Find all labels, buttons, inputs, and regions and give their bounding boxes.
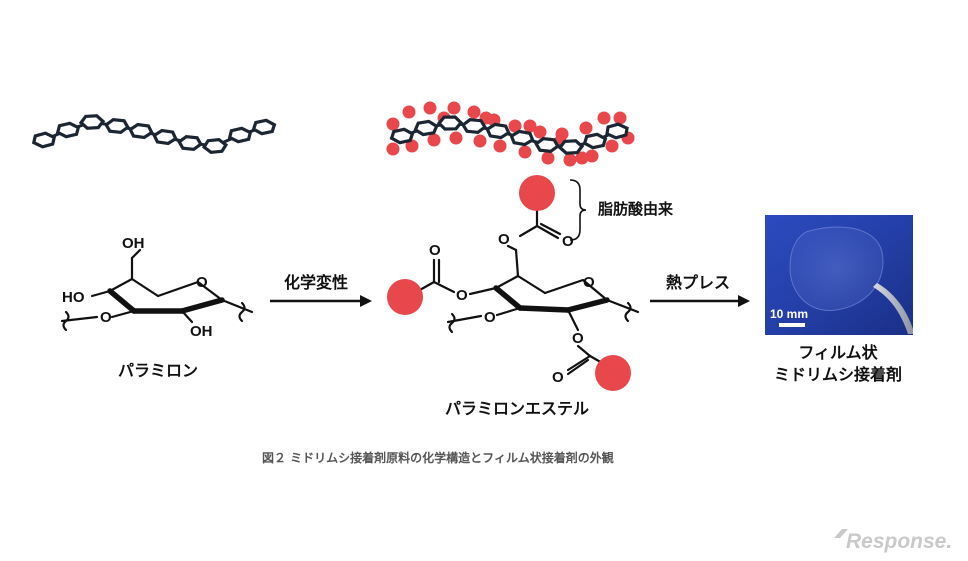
- ester-ball: [533, 125, 547, 139]
- fatty-acid-ball-icon: [595, 355, 631, 391]
- glucose-hexagon: [152, 128, 178, 146]
- ester-ball: [467, 105, 481, 119]
- tweezers-icon: [873, 283, 913, 334]
- ester-ball: [508, 119, 522, 133]
- ring-oxygen-label: O: [196, 274, 208, 291]
- ester-ball: [605, 139, 619, 153]
- carbonyl-oxygen-label: O: [552, 369, 564, 386]
- ester-ball: [523, 119, 537, 133]
- ester-ball: [518, 145, 532, 159]
- ester-ball: [386, 142, 400, 156]
- fatty-acid-label: 脂肪酸由来: [598, 200, 674, 218]
- glucose-hexagon: [389, 127, 415, 145]
- oh-label: OH: [122, 235, 145, 252]
- scale-bar: [779, 323, 805, 327]
- ester-ball: [402, 105, 416, 119]
- paramylon-label: パラミロン: [118, 361, 198, 380]
- chem-mod-arrow: [270, 295, 372, 307]
- glucose-hexagon: [582, 132, 608, 150]
- glucose-hexagon: [177, 134, 203, 152]
- glucose-hexagon: [104, 117, 130, 135]
- glucose-hexagon: [227, 126, 253, 144]
- glucose-hexagon: [78, 114, 106, 130]
- ester-ball: [423, 101, 437, 115]
- glucose-hexagon: [485, 122, 511, 140]
- logo-text: Response.: [846, 530, 952, 553]
- fatty-acid-ball-icon: [387, 279, 423, 315]
- scale-label: 10 mm: [770, 307, 808, 321]
- film-photo: 10 mm: [765, 215, 913, 335]
- paramylon-ester-chain-icon: [389, 115, 629, 155]
- oh-label: OH: [190, 323, 213, 340]
- film-disk-icon: [789, 226, 884, 311]
- glucose-hexagon: [55, 121, 81, 139]
- glucose-hexagon: [557, 139, 585, 155]
- glucose-hexagon: [31, 131, 57, 149]
- figure-caption: 図２ ミドリムシ接着剤原料の化学構造とフィルム状接着剤の外観: [262, 450, 614, 465]
- paramylon-chain-icon: [31, 114, 277, 155]
- ester-ball: [473, 134, 487, 148]
- response-logo: Response.: [834, 529, 952, 553]
- ester-ball: [386, 117, 400, 131]
- film-label-line2: ミドリムシ接着剤: [774, 365, 902, 384]
- glucose-hexagon: [201, 137, 229, 155]
- fatty-acid-ball-icon: [519, 175, 555, 211]
- glucose-hexagon: [509, 129, 535, 147]
- fatty-acid-brace-icon: [569, 179, 587, 241]
- ester-oxygen-label: O: [456, 287, 468, 304]
- linkage-oxygen-label: O: [484, 309, 496, 326]
- ester-ball: [447, 101, 461, 115]
- ester-ball: [597, 111, 611, 125]
- ester-ball: [493, 139, 507, 153]
- ester-ball: [449, 131, 463, 145]
- film-label-line1: フィルム状: [798, 343, 878, 362]
- glucose-hexagon: [251, 118, 277, 136]
- ho-label: HO: [62, 289, 85, 306]
- hot-press-arrow: [650, 295, 750, 307]
- ester-ball: [579, 121, 593, 135]
- glucose-hexagon: [413, 119, 439, 137]
- linkage-oxygen-label: O: [100, 309, 112, 326]
- ester-ball: [405, 139, 419, 153]
- paramylon-ester-label: パラミロンエステル: [445, 399, 589, 418]
- glucose-hexagon: [436, 115, 464, 131]
- paramylon-ester-structure: O O O O O O O O: [387, 175, 640, 391]
- ester-ball: [613, 111, 627, 125]
- ester-oxygen-label: O: [498, 231, 510, 248]
- chem-mod-label: 化学変性: [284, 273, 348, 292]
- ester-ball: [575, 151, 589, 165]
- logo-mark-icon: [834, 529, 848, 538]
- ester-oxygen-label: O: [572, 330, 584, 347]
- glucose-hexagon: [128, 122, 154, 140]
- glucose-hexagon: [605, 122, 629, 140]
- hot-press-label: 熱プレス: [666, 273, 730, 292]
- ester-ball: [427, 133, 441, 147]
- glucose-hexagon: [534, 136, 560, 154]
- carbonyl-oxygen-label: O: [429, 242, 441, 259]
- glucose-hexagon: [460, 117, 488, 135]
- ester-ball: [585, 149, 599, 163]
- ester-ball: [563, 153, 577, 167]
- carbonyl-oxygen-label: O: [562, 233, 574, 250]
- ring-oxygen-label: O: [583, 274, 595, 291]
- ester-ball: [541, 151, 555, 165]
- paramylon-structure: OH O HO O OH: [60, 235, 254, 340]
